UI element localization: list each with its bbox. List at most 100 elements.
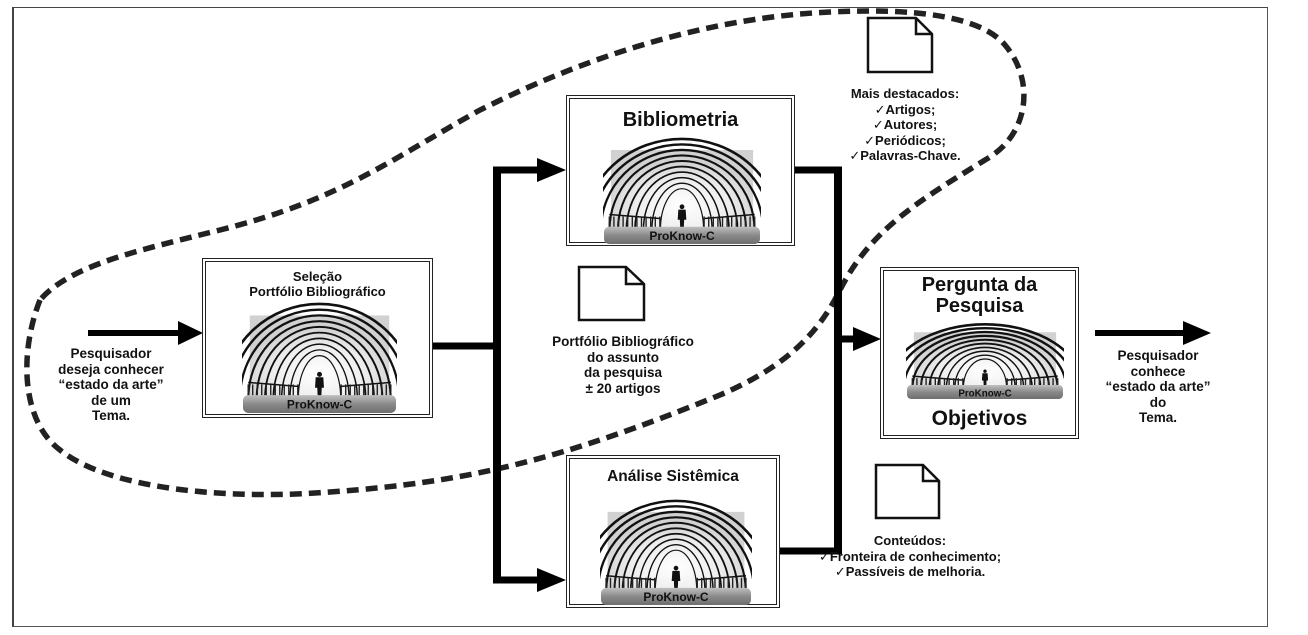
bibliometrics-title: Bibliometria	[622, 109, 739, 131]
tunnel-arch	[962, 358, 1008, 388]
end-arrowhead-icon	[1183, 321, 1211, 345]
check-icon: ✓	[818, 548, 830, 564]
proknow-c-badge-label: ProKnow-C	[649, 229, 715, 243]
bibliometrics-doc-heading: Mais destacados:	[850, 86, 960, 101]
check-icon: ✓	[834, 564, 846, 579]
tunnel-arch	[906, 323, 1064, 352]
question-title: Pergunta da Pesquisa	[884, 275, 1075, 317]
bibliometrics-item: ✓Palavras-Chave.	[840, 148, 970, 164]
tunnel-arch	[247, 320, 392, 398]
tunnel-railing	[704, 213, 755, 220]
question-title-line: Pesquisa	[935, 295, 1024, 317]
tunnel-arch	[625, 165, 739, 230]
bibliometrics-item: ✓Autores;	[840, 117, 970, 133]
tunnel-railing	[341, 381, 391, 388]
bibliometrics-item-label: Artigos;	[885, 101, 936, 117]
tunnel-arch	[638, 538, 714, 591]
end-line: Tema.	[1138, 410, 1177, 425]
portfolio-doc-text: Portfólio Bibliográfico do assunto da pe…	[513, 334, 733, 396]
check-icon: ✓	[864, 132, 876, 148]
document-icon	[874, 463, 941, 520]
research-question-box: Pergunta da Pesquisa ProKnow-C Objetivos	[880, 267, 1079, 439]
tunnel-railing	[606, 575, 655, 581]
end-line: conhece	[1130, 363, 1186, 379]
systemic-doc-text: Conteúdos: ✓Fronteira de conhecimento; ✓…	[810, 533, 1010, 580]
start-line: de um	[91, 392, 131, 408]
tunnel-illustration: ProKnow-C	[600, 499, 752, 606]
tunnel-arch	[613, 521, 739, 591]
bibliometrics-item: ✓Artigos;	[840, 102, 970, 118]
tunnel-arch	[242, 314, 397, 387]
systemic-item-label: Passíveis de melhoria.	[845, 564, 986, 579]
portfolio-line: ± 20 artigos	[585, 380, 661, 396]
check-icon: ✓	[874, 101, 886, 117]
systemic-title: Análise Sistêmica	[607, 468, 739, 485]
proknow-c-badge	[907, 385, 1063, 399]
tunnel-arch	[242, 308, 397, 360]
start-line: Pesquisador	[70, 346, 152, 361]
tunnel-arch	[280, 343, 359, 398]
tunnel-arch	[603, 137, 761, 179]
tunnel-railing	[697, 575, 746, 581]
scope-dashed-contour	[24, 8, 1027, 498]
document-icon	[577, 265, 646, 322]
check-icon: ✓	[849, 148, 861, 163]
tunnel-railing	[912, 375, 963, 381]
tunnel-icon: ProKnow-C	[242, 302, 397, 413]
proknow-c-badge-label: ProKnow-C	[958, 389, 1011, 400]
bibliometrics-item-label: Periódicos;	[875, 132, 946, 148]
start-arrowhead-icon	[178, 321, 203, 345]
question-title-line: Pergunta da	[921, 274, 1038, 296]
start-line: deseja conhecer	[58, 361, 164, 377]
tunnel-arch	[603, 148, 761, 219]
portfolio-line: do assunto	[586, 349, 659, 365]
tunnel-arch	[629, 533, 723, 591]
selection-box: Seleção Portfólio Bibliográfico ProKnow-…	[202, 258, 433, 418]
selection-title-line: Portfólio Bibliográfico	[249, 284, 386, 299]
end-line: “estado da arte”	[1105, 379, 1211, 394]
tunnel-arch	[928, 342, 1042, 388]
tunnel-arch	[242, 302, 397, 345]
tunnel-arch	[651, 182, 713, 230]
tunnel-icon: ProKnow-C	[906, 323, 1064, 400]
question-footer-objectives: Objetivos	[931, 407, 1028, 430]
systemic-item-label: Fronteira de conhecimento;	[829, 548, 1002, 564]
tunnel-arch	[646, 544, 706, 591]
tunnel-arch	[659, 188, 705, 230]
selection-title: Seleção Portfólio Bibliográfico	[206, 269, 429, 299]
tunnel-arch	[600, 510, 752, 581]
systemic-doc-heading: Conteúdos:	[873, 533, 947, 548]
start-line: “estado da arte”	[58, 377, 164, 392]
check-icon: ✓	[872, 117, 884, 132]
tunnel-illustration: ProKnow-C	[603, 137, 761, 245]
end-line: do	[1149, 394, 1167, 410]
end-label: Pesquisador conhece “estado da arte” do …	[1098, 348, 1218, 426]
proknow-c-badge	[243, 395, 396, 413]
tunnel-illustration: ProKnow-C	[242, 302, 397, 414]
person-silhouette-icon	[671, 565, 681, 591]
systemic-item: ✓Passíveis de melhoria.	[810, 564, 1010, 580]
systemic-analysis-box: Análise Sistêmica ProKnow-C	[566, 455, 780, 608]
tunnel-arch	[634, 171, 730, 230]
proknow-c-badge-label: ProKnow-C	[643, 590, 709, 604]
to-systemic-arrowhead-icon	[537, 568, 566, 592]
tunnel-arch	[911, 334, 1059, 388]
diagram-frame	[12, 7, 1268, 627]
tunnel-arch	[600, 499, 752, 540]
tunnel-arch	[600, 505, 752, 554]
to-question-arrowhead-icon	[853, 327, 881, 351]
portfolio-line: Portfólio Bibliográfico	[552, 334, 694, 349]
tunnel-arch	[617, 160, 747, 230]
proknow-c-badge	[604, 226, 760, 244]
tunnel-arch	[255, 326, 384, 398]
tunnel-icon: ProKnow-C	[603, 137, 761, 244]
bibliometrics-item: ✓Periódicos;	[840, 133, 970, 149]
tunnel-arch	[272, 337, 367, 398]
tunnel-arch	[289, 349, 350, 398]
tunnel-illustration: ProKnow-C	[906, 323, 1064, 400]
tunnel-railing	[609, 213, 660, 220]
tunnel-arch	[945, 350, 1025, 388]
tunnel-arch	[621, 527, 731, 591]
bibliometrics-doc-text: Mais destacados: ✓Artigos; ✓Autores; ✓Pe…	[840, 86, 970, 164]
